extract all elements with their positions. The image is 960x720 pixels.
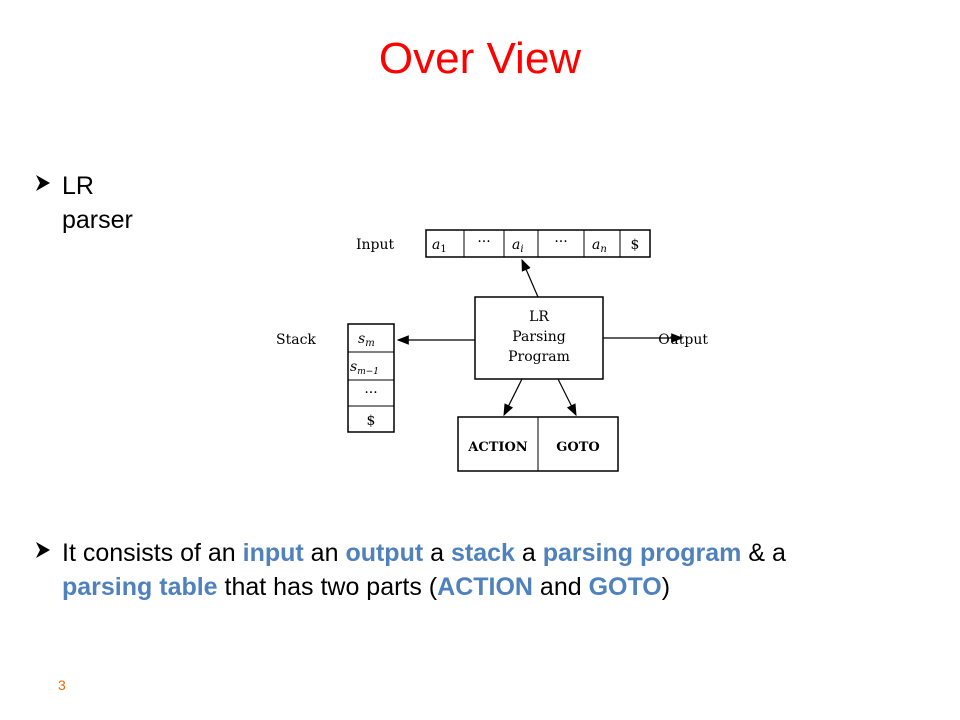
stack-cell: sm [358, 331, 375, 349]
highlight-action: ACTION [437, 573, 533, 601]
text-segment: an [303, 539, 346, 567]
text-segment: It consists of an [62, 539, 243, 567]
parsing-table: ACTION GOTO [457, 416, 619, 472]
bullet-line-2: parsing table that has two parts (ACTION… [62, 570, 786, 604]
text-segment: a [514, 539, 543, 567]
highlight-parsing-program: parsing program [542, 539, 742, 567]
input-cell: ··· [554, 234, 567, 250]
text-segment: and [532, 573, 589, 601]
text-segment: that has two parts ( [217, 573, 438, 601]
input-cell: an [592, 237, 607, 255]
stack-cell: ··· [364, 385, 377, 401]
page-number: 3 [58, 677, 66, 693]
stack-box: sm sm−1 ··· $ [347, 323, 395, 433]
bullet-text: LR parser [62, 172, 133, 234]
text-segment: a [423, 539, 451, 567]
arrow-bullet-icon [34, 536, 56, 570]
input-cell: ··· [477, 234, 490, 250]
highlight-stack: stack [450, 539, 515, 567]
arrow-bullet-icon [34, 169, 56, 203]
input-tape: a1 ··· ai ··· an $ [425, 229, 651, 258]
stack-cell: sm−1 [350, 359, 379, 377]
input-cell: ai [512, 237, 524, 255]
lr-parser-diagram: Input a1 ··· ai ··· an $ LR Parsing Prog… [276, 229, 708, 472]
bullet-text: It consists of an input an output a stac… [62, 536, 786, 604]
program-line: Parsing [512, 329, 566, 345]
highlight-parsing-table: parsing table [62, 573, 218, 601]
bullet-line-1: It consists of an input an output a stac… [62, 536, 786, 570]
highlight-output: output [345, 539, 424, 567]
program-line: LR [529, 309, 549, 325]
goto-cell: GOTO [556, 440, 599, 455]
stack-label: Stack [276, 332, 316, 348]
program-line: Program [508, 349, 570, 365]
input-cell: a1 [432, 237, 447, 255]
highlight-input: input [242, 539, 304, 567]
text-segment: ) [661, 573, 671, 601]
text-segment: & a [741, 539, 786, 567]
output-label: Output [658, 332, 708, 348]
stack-cell: $ [367, 413, 376, 429]
input-label: Input [356, 237, 395, 253]
action-cell: ACTION [467, 440, 528, 455]
slide-title: Over View [378, 34, 582, 83]
input-cell: $ [631, 237, 640, 253]
highlight-goto: GOTO [588, 573, 662, 601]
bullet-components: It consists of an input an output a stac… [34, 536, 914, 608]
